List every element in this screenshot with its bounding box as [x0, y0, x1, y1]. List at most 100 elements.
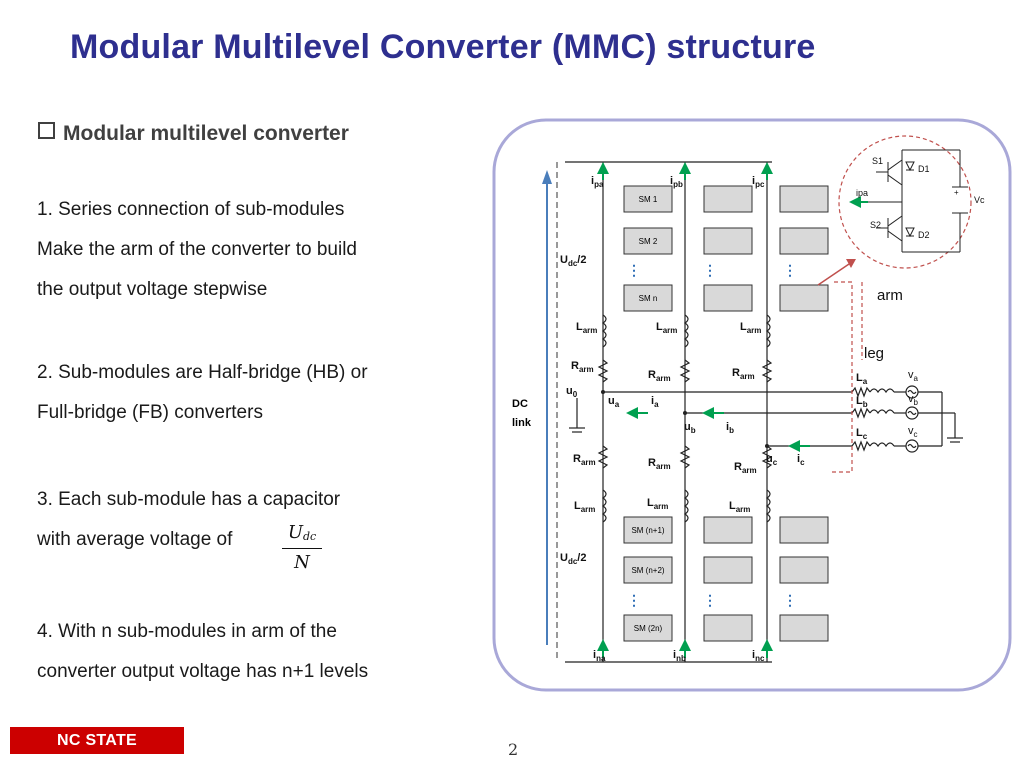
sm-bn1-box — [703, 516, 753, 544]
rarm-a-lower-label: Rarm — [573, 453, 596, 467]
leg-callout-label: leg — [864, 345, 884, 362]
sm-2-label: SM 2 — [639, 237, 658, 246]
point-4: 4. With n sub-modules in arm of the conv… — [37, 612, 457, 692]
lb-label: Lb — [856, 395, 868, 409]
ipc-label: ipc — [752, 175, 765, 189]
lower-submodules: SM (n+1) SM (n+2) SM (2n) ⋮ ⋮ ⋮ — [623, 516, 829, 642]
lower-ellipsis-a: ⋮ — [627, 592, 641, 608]
dc-link-label-2: link — [512, 417, 532, 429]
ub-label: ub — [684, 421, 696, 435]
checkbox-bullet-icon — [38, 122, 55, 139]
rarm-c-upper-label: Rarm — [732, 367, 755, 381]
sm-b2-box — [703, 227, 753, 255]
rarm-c-lower-label: Rarm — [734, 461, 757, 475]
ina-label: ina — [593, 649, 606, 663]
diagram-frame — [492, 118, 1012, 692]
fraction-bar — [282, 548, 322, 549]
larm-a-lower — [601, 489, 607, 523]
point-4-line-1: 4. With n sub-modules in arm of the — [37, 621, 337, 642]
ipa-detail-label: ipa — [856, 188, 868, 198]
upper-ellipsis-b: ⋮ — [703, 262, 717, 278]
sm-c2-box — [779, 227, 829, 255]
capacitor-voltage-fraction: Udc N — [282, 522, 322, 573]
larm-b-lower-label: Larm — [647, 497, 668, 511]
dc-link-arrowhead — [542, 170, 552, 184]
rarm-a-lower — [597, 445, 609, 469]
capacitor-plus-label: + — [954, 188, 959, 197]
upper-ellipsis-a: ⋮ — [627, 262, 641, 278]
rarm-b-upper-label: Rarm — [648, 369, 671, 383]
arm-callout-label: arm — [877, 287, 903, 304]
lower-ellipsis-b: ⋮ — [703, 592, 717, 608]
larm-b-lower — [683, 489, 689, 523]
larm-a-lower-label: Larm — [574, 500, 595, 514]
rarm-c-lower — [761, 445, 773, 469]
sm-2n-label: SM (2n) — [634, 624, 663, 633]
d2-label: D2 — [918, 230, 930, 240]
rarm-b-upper — [679, 359, 691, 383]
half-bridge-detail — [850, 149, 968, 253]
point-1-line-3: the output voltage stepwise — [37, 279, 268, 300]
larm-a-upper — [601, 314, 607, 348]
page-number: 2 — [508, 740, 519, 759]
point-3-line-1: 3. Each sub-module has a capacitor — [37, 489, 341, 510]
sm-n-box — [623, 284, 673, 312]
diode-d2-icon — [905, 227, 915, 238]
rarm-a-upper — [597, 359, 609, 383]
vc-label: vc — [908, 425, 918, 439]
s1-label: S1 — [872, 156, 883, 166]
larm-a-upper-label: Larm — [576, 321, 597, 335]
rarm-a-upper-label: Rarm — [571, 360, 594, 374]
rarm-b-lower — [679, 445, 691, 469]
larm-b-upper-label: Larm — [656, 321, 677, 335]
fraction-denominator: N — [294, 552, 310, 573]
sm-c2n-box — [779, 614, 829, 642]
leg-callout-bracket — [832, 281, 853, 473]
point-2: 2. Sub-modules are Half-bridge (HB) or F… — [37, 353, 457, 433]
section-heading: Modular multilevel converter — [38, 122, 349, 146]
diode-d1-icon — [905, 161, 915, 172]
sm-b1-box — [703, 185, 753, 213]
section-heading-text: Modular multilevel converter — [63, 122, 349, 145]
lc-label: Lc — [856, 427, 868, 441]
fraction-numerator: Udc — [287, 522, 317, 543]
la-label: La — [856, 372, 868, 386]
sm-n2-label: SM (n+2) — [631, 566, 664, 575]
grid-side — [851, 385, 963, 453]
larm-b-upper — [683, 314, 689, 348]
point-1: 1. Series connection of sub-modules Make… — [37, 190, 457, 310]
point-1-line-1: 1. Series connection of sub-modules — [37, 199, 345, 220]
vc-detail-label: Vc — [974, 195, 985, 205]
sm-cn2-box — [779, 556, 829, 584]
larm-c-lower — [765, 489, 771, 523]
lower-ellipsis-c: ⋮ — [783, 592, 797, 608]
larm-c-upper — [765, 314, 771, 348]
vb-label: vb — [908, 393, 919, 407]
udc-upper-label: Udc/2 — [560, 254, 586, 268]
point-4-line-2: converter output voltage has n+1 levels — [37, 661, 369, 682]
slide-title: Modular Multilevel Converter (MMC) struc… — [70, 28, 816, 66]
ib-label: ib — [726, 421, 734, 435]
dc-link-label-1: DC — [512, 398, 528, 410]
sm-n-label: SM n — [639, 294, 658, 303]
larm-c-upper-label: Larm — [740, 321, 761, 335]
point-2-line-1: 2. Sub-modules are Half-bridge (HB) or — [37, 362, 368, 383]
sm-n1-label: SM (n+1) — [631, 526, 664, 535]
arm-pointer — [817, 261, 853, 286]
sm-b2n-box — [703, 614, 753, 642]
sm-bn-box — [703, 284, 753, 312]
sm-2n-box — [623, 614, 673, 642]
ic-label: ic — [797, 453, 805, 467]
sm-cn1-box — [779, 516, 829, 544]
point-2-line-2: Full-bridge (FB) converters — [37, 402, 263, 423]
inc-label: inc — [752, 649, 765, 663]
s2-label: S2 — [870, 220, 881, 230]
upper-submodules: SM 1 SM 2 SM n ⋮ ⋮ ⋮ — [623, 185, 829, 312]
rarm-c-upper — [761, 359, 773, 383]
udc-lower-label: Udc/2 — [560, 552, 586, 566]
sm-bn2-box — [703, 556, 753, 584]
sm-1-box — [623, 185, 673, 213]
sm-n1-box — [623, 516, 673, 544]
sm-c1-box — [779, 185, 829, 213]
u0-label: u0 — [566, 385, 578, 399]
